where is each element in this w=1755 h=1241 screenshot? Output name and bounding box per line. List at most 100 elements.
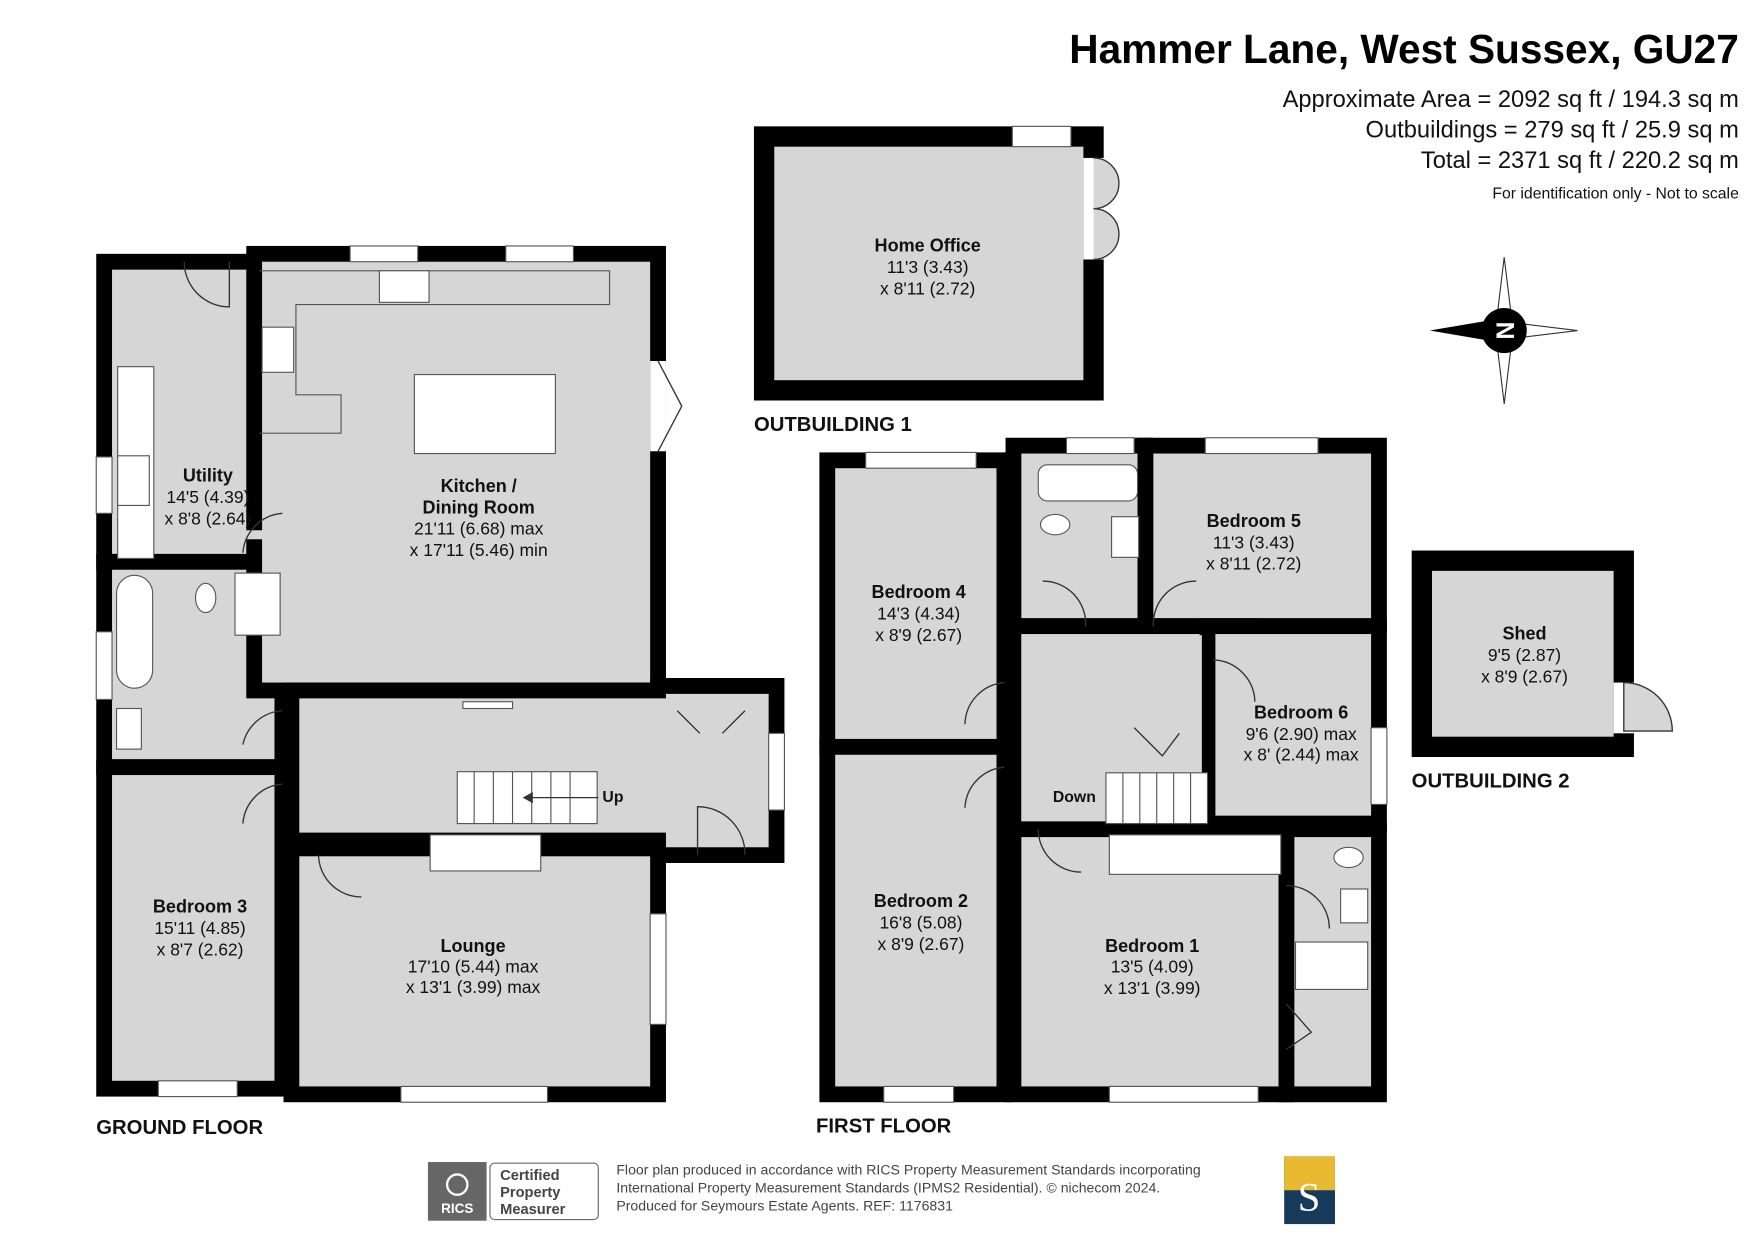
front-door[interactable] — [696, 805, 746, 856]
compass-north-label: N — [1490, 322, 1517, 340]
door[interactable] — [1285, 1003, 1313, 1050]
kitchen-room — [246, 245, 666, 699]
bedroom-2-label: Bedroom 2 — [874, 891, 968, 911]
utility-dim: 14'5 (4.39) — [166, 487, 249, 507]
door[interactable] — [317, 855, 362, 898]
cupboard-doors[interactable] — [676, 710, 746, 734]
basin-icon — [1340, 888, 1369, 924]
stairs-down-label: Down — [1053, 789, 1096, 806]
stairs-up-label: Up — [602, 789, 623, 806]
bedroom-3-dim: 15'11 (4.85) — [154, 918, 245, 938]
kitchen-label: Kitchen / — [441, 476, 517, 496]
first-floor-plan: Down — [819, 437, 1388, 1103]
window — [95, 456, 113, 514]
utility-label: Utility — [183, 466, 233, 486]
door[interactable] — [964, 766, 1005, 808]
bath-icon — [115, 574, 154, 689]
bedroom-5-dim: x 8'11 (2.72) — [1206, 554, 1301, 574]
window — [505, 245, 575, 263]
bedroom-2-dim: 16'8 (5.08) — [879, 912, 962, 932]
staircase[interactable] — [456, 771, 599, 825]
window — [1108, 1085, 1259, 1103]
shed-door[interactable] — [1623, 681, 1673, 732]
office-double-door[interactable] — [1093, 157, 1120, 261]
window — [349, 245, 419, 263]
window — [865, 451, 977, 469]
bedroom-6-dim: 9'6 (2.90) max — [1246, 724, 1357, 744]
shed-label: Shed — [1502, 624, 1546, 644]
bedroom-1-label: Bedroom 1 — [1105, 936, 1199, 956]
utility-dim: x 8'8 (2.64) — [165, 509, 252, 529]
shed-dim: x 8'9 (2.67) — [1481, 667, 1568, 687]
door[interactable] — [1133, 727, 1180, 757]
door[interactable] — [1213, 659, 1256, 702]
ground-floor-label: GROUND FLOOR — [96, 1117, 263, 1139]
lounge-dim: 17'10 (5.44) max — [408, 956, 539, 976]
bedroom-4-room — [819, 452, 1013, 755]
door[interactable] — [242, 783, 283, 824]
shed-room — [1411, 550, 1634, 758]
first-floor-label: FIRST FLOOR — [816, 1116, 952, 1138]
door[interactable] — [242, 512, 283, 553]
toilet-icon — [194, 582, 217, 614]
kitchen-sink-icon — [378, 270, 430, 303]
kitchen-label: Dining Room — [423, 497, 535, 517]
outbuildings-area: Outbuildings = 279 sq ft / 25.9 sq m — [1366, 118, 1739, 144]
bedroom-1-dim: x 13'1 (3.99) — [1104, 978, 1201, 998]
total-area: Total = 2371 sq ft / 220.2 sq m — [1421, 148, 1739, 174]
wardrobe — [1108, 834, 1282, 875]
ground-floor-plan: Up — [95, 245, 785, 1103]
bedroom-5-dim: 11'3 (3.43) — [1213, 532, 1295, 552]
door[interactable] — [964, 681, 1005, 725]
hob-icon — [261, 326, 295, 373]
bedroom-3-dim: x 8'7 (2.62) — [157, 940, 244, 960]
home-office-dim: 11'3 (3.43) — [887, 257, 969, 277]
window — [883, 1085, 955, 1103]
property-title: Hammer Lane, West Sussex, GU27 — [1069, 26, 1739, 72]
window — [768, 732, 785, 811]
bifold-door — [657, 360, 683, 452]
outbuilding-1-label: OUTBUILDING 1 — [754, 414, 912, 436]
shed-dim: 9'5 (2.87) — [1488, 645, 1561, 665]
footer-line: Floor plan produced in accordance with R… — [616, 1161, 1200, 1177]
bedroom-4-label: Bedroom 4 — [872, 582, 966, 602]
window — [1204, 437, 1319, 455]
lounge-dim: x 13'1 (3.99) max — [406, 977, 541, 997]
lounge-label: Lounge — [440, 936, 505, 956]
bath-icon — [1037, 464, 1139, 502]
rics-text: RICS — [441, 1201, 473, 1216]
approx-area: Approximate Area = 2092 sq ft / 194.3 sq… — [1283, 87, 1739, 113]
footer-line: Produced for Seymours Estate Agents. REF… — [616, 1198, 953, 1214]
window — [649, 913, 667, 1025]
footer-line: International Property Measurement Stand… — [616, 1179, 1160, 1195]
bedroom-2-dim: x 8'9 (2.67) — [878, 934, 965, 954]
cert-text: Property — [500, 1185, 561, 1201]
shower-icon — [1294, 941, 1369, 990]
window — [95, 631, 113, 701]
bedroom-6-room — [1199, 618, 1387, 832]
seymours-logo-letter: S — [1298, 1175, 1321, 1220]
toilet-icon — [1039, 513, 1071, 536]
window — [1065, 437, 1135, 455]
door[interactable] — [242, 710, 283, 745]
bedroom-1-dim: 13'5 (4.09) — [1111, 956, 1194, 976]
outbuilding-2-label: OUTBUILDING 2 — [1412, 770, 1570, 792]
door[interactable] — [1042, 580, 1087, 627]
kitchen-dim: x 17'11 (5.46) min — [410, 540, 548, 560]
bedroom-4-dim: x 8'9 (2.67) — [875, 625, 962, 645]
utility-sink-icon — [117, 455, 150, 506]
bedroom-6-label: Bedroom 6 — [1254, 703, 1348, 723]
home-office-room — [753, 126, 1104, 401]
basin-icon — [115, 707, 142, 750]
compass-icon: N — [1429, 257, 1578, 404]
utility-back-door[interactable] — [183, 261, 231, 308]
hall-room — [283, 678, 785, 864]
door[interactable] — [1152, 580, 1197, 627]
bedroom-2-room — [819, 738, 1013, 1103]
bedroom-4-dim: 14'3 (4.34) — [877, 603, 960, 623]
door[interactable] — [1037, 829, 1082, 873]
door[interactable] — [1286, 884, 1331, 929]
toilet-icon — [1333, 846, 1364, 869]
staircase[interactable] — [1105, 772, 1209, 825]
